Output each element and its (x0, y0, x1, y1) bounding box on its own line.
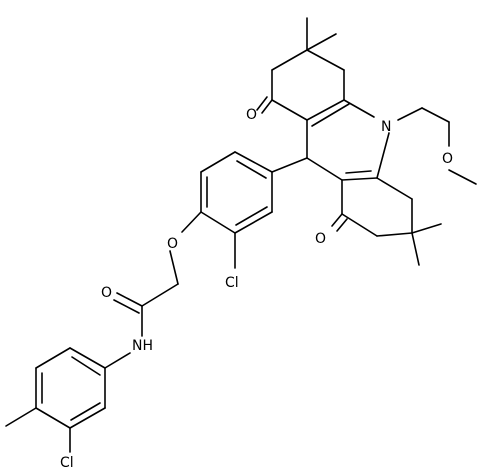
bond (306, 157, 343, 181)
bond (71, 356, 101, 376)
atom-label: O (246, 107, 257, 123)
bond (256, 96, 268, 111)
bond (448, 169, 477, 185)
bond (141, 283, 179, 307)
bond (200, 211, 236, 234)
bond (69, 347, 106, 369)
bond (271, 99, 308, 121)
bond (341, 213, 378, 237)
bond (376, 177, 413, 200)
bond (234, 151, 273, 173)
bond (306, 33, 337, 51)
bond (311, 103, 350, 127)
atom-label: O (315, 231, 326, 247)
bond (235, 206, 268, 226)
bond (35, 347, 71, 369)
atom-label: Cl (225, 275, 239, 291)
bond (35, 407, 71, 429)
bond (306, 99, 345, 121)
bond (200, 151, 236, 173)
bond (343, 99, 375, 118)
bond (271, 49, 308, 71)
bond (181, 211, 202, 233)
bond (421, 107, 450, 123)
bond (341, 177, 378, 181)
bond (236, 160, 267, 179)
bond (5, 407, 37, 427)
bond (261, 99, 273, 114)
bond (234, 211, 273, 234)
atom-label: O (101, 285, 112, 301)
atom-label: O (167, 236, 178, 252)
bonds (5, 17, 477, 453)
atom-label: Cl (60, 455, 74, 471)
bond (306, 49, 345, 71)
atom-label: N (381, 119, 391, 135)
bond (113, 299, 140, 314)
bond (345, 170, 372, 174)
bond (70, 402, 101, 421)
atom-labels: O N O O O Cl O NH Cl (60, 107, 453, 471)
bond (116, 292, 143, 307)
atom-label: NH (132, 338, 153, 354)
bond (104, 352, 131, 369)
bond (411, 232, 420, 266)
bond (376, 132, 390, 179)
bond (169, 250, 179, 285)
bond (336, 218, 348, 232)
bond (411, 223, 442, 234)
bond (397, 107, 423, 121)
bond (271, 157, 308, 173)
bond (69, 407, 106, 429)
atom-label: O (442, 151, 453, 167)
bond (331, 213, 343, 227)
bond (376, 232, 413, 237)
